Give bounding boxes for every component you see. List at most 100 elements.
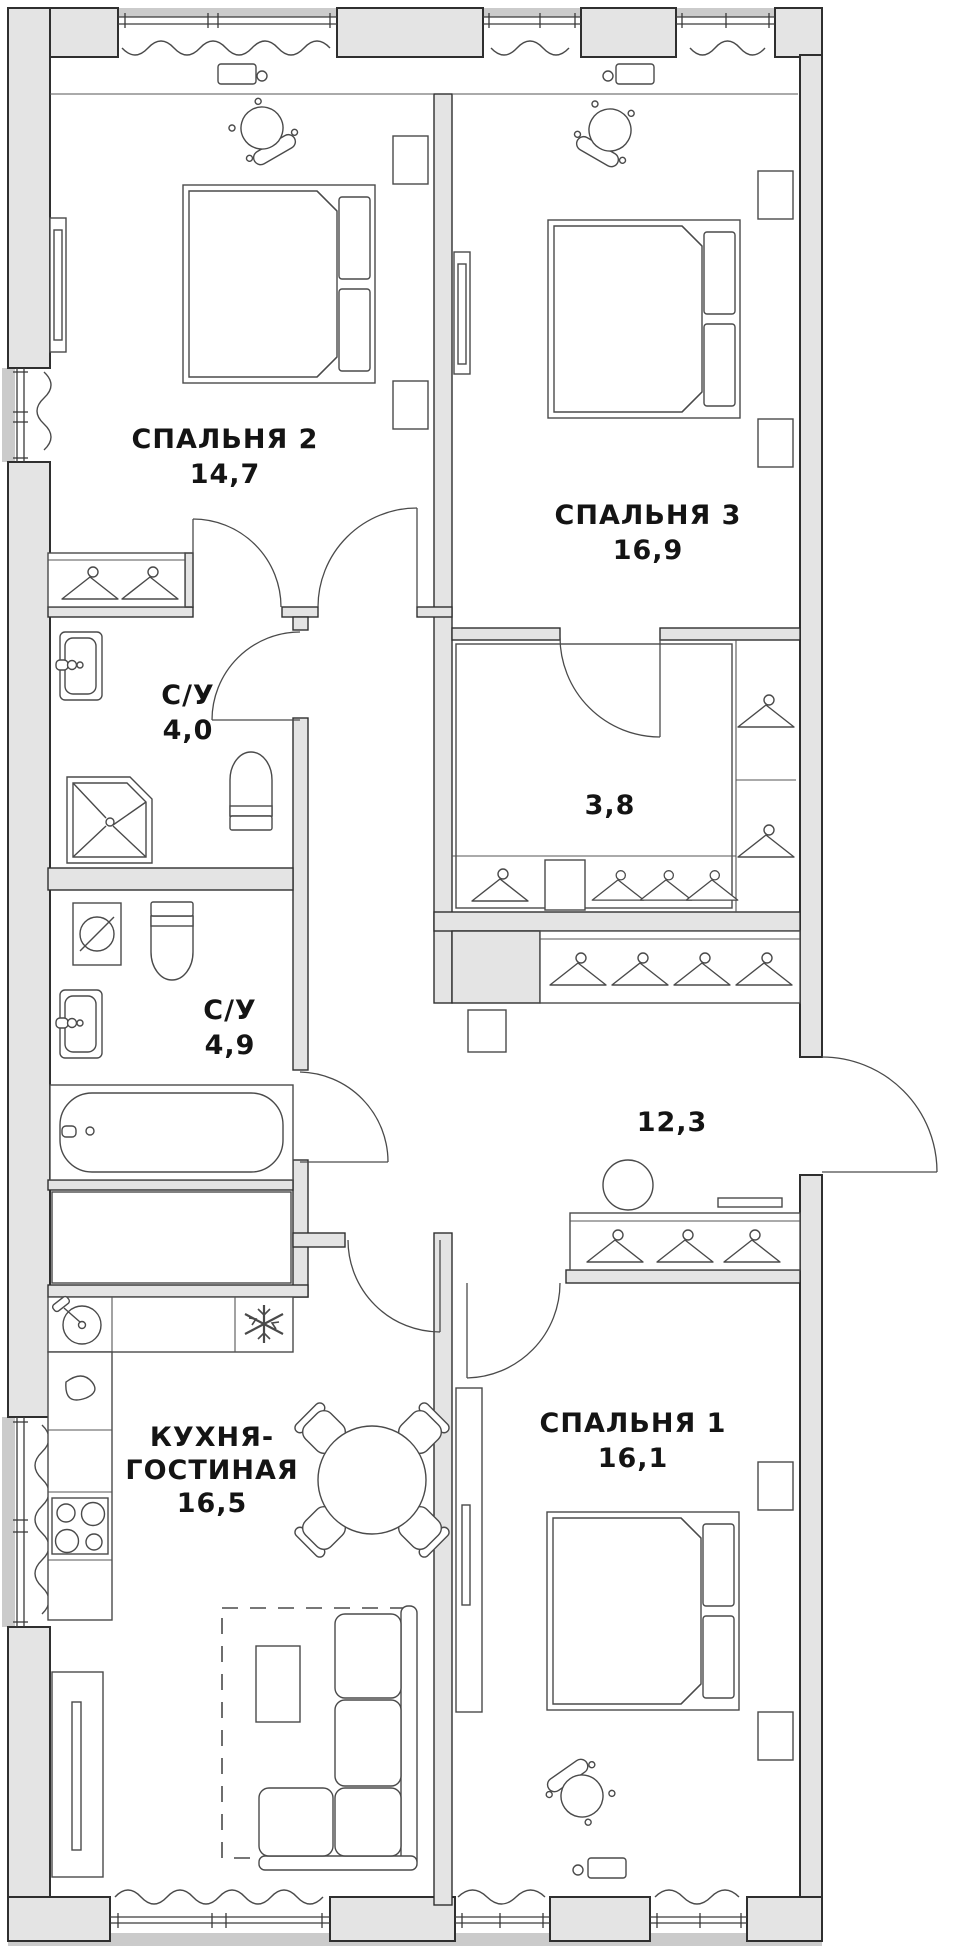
nightstand [392,380,429,430]
label-bedroom2-name: СПАЛЬНЯ 2 [132,424,319,455]
wall-bed2-bottom-a [47,606,194,618]
wall-left-upper [7,7,51,369]
doors [192,507,938,1379]
window-bottom-bedroom1-left [455,1913,550,1928]
window-bottom-bedroom1-right [650,1913,747,1928]
wall-kitchen-door-stub [292,1232,346,1248]
curtain-bottom-bedroom1-right [654,1889,740,1905]
stove-icon [51,1497,109,1555]
label-bedroom1-name: СПАЛЬНЯ 1 [540,1408,727,1439]
thermostat-icon [572,1864,584,1876]
sink-icon [55,989,103,1059]
door-kitchen-living [347,1239,441,1333]
kitchen-counter-top-row [47,1295,294,1353]
bathtub-icon [49,1084,294,1181]
door-entrance [821,1056,938,1173]
bedroom1-furniture [455,1387,794,1879]
wall-divider-kitchen-bed1 [433,1232,453,1906]
label-bathroom2-area: 4,9 [205,1030,256,1061]
wall-bed3-bottom-b [659,627,801,641]
radiator-icon [587,1857,627,1879]
label-bedroom3-name: СПАЛЬНЯ 3 [555,500,742,531]
curtain-bottom-bedroom1-left [457,1889,546,1905]
door-bedroom2 [192,518,282,608]
hallway-wardrobe-top [539,930,801,1004]
curtain-bedroom3-right [689,40,766,56]
bedroom2-furniture [47,63,429,608]
nightstand [757,170,794,220]
label-bathroom2-name: С/У [203,995,257,1026]
bathroom1-fixtures [55,631,273,864]
bathroom2-fixtures [49,901,294,1284]
shoe-shelf [717,1197,783,1208]
closet-outline [455,643,733,909]
washing-machine-icon [72,902,122,966]
wall-kitchen-top [47,1284,309,1298]
label-kitchen-name2: ГОСТИНАЯ [125,1455,298,1486]
curtain-bedroom2-top [121,40,331,56]
thermostat-icon [256,70,268,82]
windows [13,13,775,1928]
window-bottom-living [110,1913,330,1928]
kitchen-counter-left-column [47,1351,113,1621]
door-bedroom2-second [317,507,418,608]
label-kitchen-name1: КУХНЯ- [150,1422,274,1453]
tv-unit-icon [453,251,471,375]
kitchen-sink-icon [51,1295,102,1345]
sofa-icon [258,1605,418,1871]
wall-top-right-corner [774,7,823,58]
bed-double [546,1511,740,1711]
kettle-icon [65,1375,96,1401]
label-closet-area: 3,8 [585,790,636,821]
wall-hall-left-c [292,1159,309,1298]
window-bedroom3-left [483,13,581,28]
tv-unit-living-icon [51,1671,104,1878]
nightstand [757,418,794,468]
wall-bottom-left-corner [7,1896,111,1942]
wall-bottom-right-corner [746,1896,823,1942]
tv-unit-icon [49,217,67,353]
nightstand [757,1711,794,1761]
label-hallway-area: 12,3 [637,1107,708,1138]
wall-right-upper [799,54,823,1058]
wardrobe-bedroom2 [47,552,186,608]
label-bathroom1-name: С/У [161,680,215,711]
fridge-icon [244,1305,284,1343]
sink-icon [55,631,103,701]
window-left-bedroom2 [13,368,28,462]
wall-left-lower [7,1626,51,1942]
dining-table-group [292,1400,452,1560]
wall-hall-left-b [292,717,309,1071]
radiator-icon [217,63,257,85]
bedroom1-wardrobe [569,1212,801,1271]
wall-bath2-bottom [47,1179,294,1191]
thermostat-icon [602,70,614,82]
bed-double [182,184,376,384]
shaft-box [544,859,586,911]
wall-left-middle [7,461,51,1418]
shower-icon [66,776,153,864]
wall-bottom-pier-d [549,1896,651,1942]
door-bathroom2 [299,1071,389,1163]
wall-bed2-bottom-c [416,606,453,618]
curtain-left-kitchen [34,1424,50,1615]
coffee-table [255,1645,301,1723]
curtain-bedroom3-left [490,40,570,56]
storage-niche [51,1191,292,1284]
bedroom3-furniture [453,63,794,468]
bed-double [547,219,741,419]
label-bedroom3-area: 16,9 [613,535,684,566]
wall-right-lower [799,1174,823,1942]
curtain-bottom-living [114,1889,324,1905]
wall-hall-left-a [292,616,309,631]
wall-between-bathrooms [47,867,294,891]
door-bedroom1 [466,1282,561,1379]
wall-top-pier-a [336,7,484,58]
dining-table-icon [317,1425,427,1535]
window-left-kitchen [13,1417,28,1627]
wall-bed1-top [565,1269,801,1284]
label-bedroom1-area: 16,1 [598,1443,669,1474]
wall-top-pier-b [580,7,677,58]
kitchen-fixtures [47,1295,452,1878]
